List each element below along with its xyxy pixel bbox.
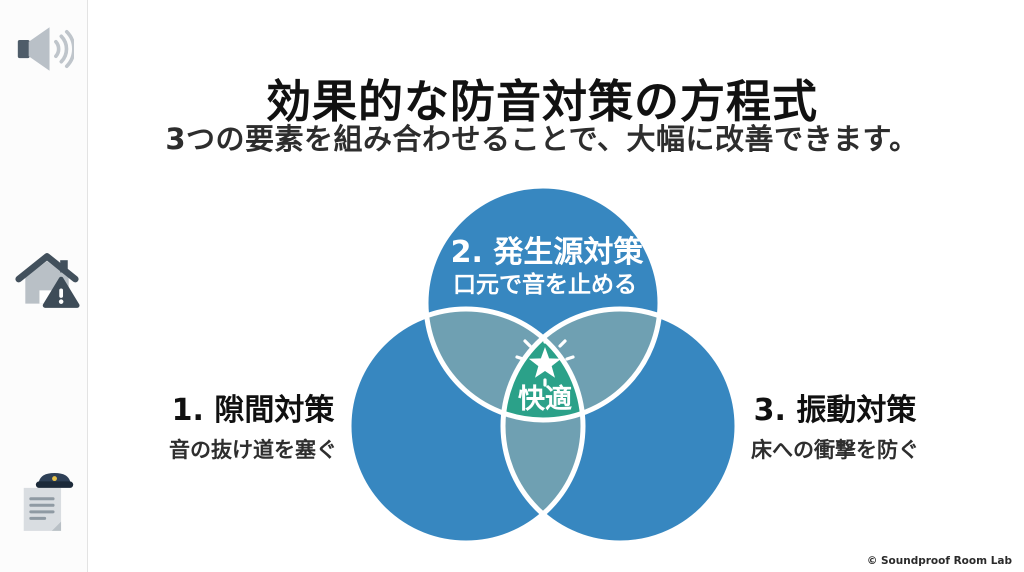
venn-outline-left: [346, 306, 586, 546]
venn-top-desc: 口元で音を止める: [453, 271, 637, 298]
venn-left-label: 1. 隙間対策 音の抜け道を塞ぐ: [118, 394, 388, 464]
venn-right-label: 3. 振動対策 床への衝撃を防ぐ: [700, 394, 970, 464]
venn-outline-right: [500, 306, 740, 546]
venn-core: [503, 309, 583, 420]
speaker-icon: [17, 27, 74, 71]
venn-left-desc: 音の抜け道を塞ぐ: [169, 438, 337, 462]
venn-outline-top: [423, 183, 663, 423]
copyright: © Soundproof Room Lab: [866, 555, 1012, 567]
warning-triangle-icon: [42, 276, 80, 308]
subtitle: 3つの要素を組み合わせることで、大幅に改善できます。: [165, 122, 919, 156]
venn-center-label: 快適: [518, 383, 572, 415]
sparkle-star-icon: [515, 334, 575, 387]
venn-right-title: 3. 振動対策: [753, 393, 917, 428]
venn-right-desc: 床への衝撃を防ぐ: [751, 438, 919, 462]
police-cap-icon: [35, 473, 74, 488]
police-document-icon: [23, 473, 74, 531]
sidebar: [0, 0, 88, 572]
venn-top-title: 2. 発生源対策: [451, 235, 644, 270]
house-alert-icon: [15, 253, 80, 308]
venn-left-title: 1. 隙間対策: [171, 393, 335, 428]
page-title: 効果的な防音対策の方程式: [265, 75, 818, 129]
